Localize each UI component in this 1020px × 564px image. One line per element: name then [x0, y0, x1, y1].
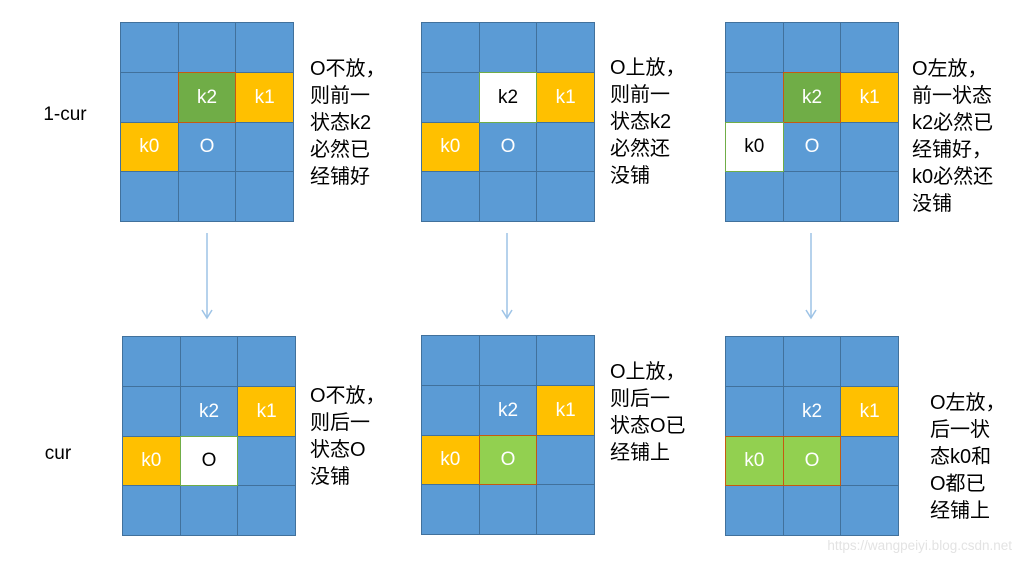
cell-empty: [178, 172, 236, 221]
cell-empty: [726, 386, 783, 436]
cell-empty: [841, 436, 898, 486]
cell-empty: [841, 337, 898, 386]
cell-empty: [783, 172, 841, 221]
down-arrow-icon: [201, 233, 213, 320]
down-arrow-icon: [501, 233, 513, 320]
cell-k1: k1: [537, 385, 594, 435]
cell-k2: k2: [478, 71, 538, 123]
cell-k2: k2: [180, 386, 238, 436]
cell-k2: k2: [479, 385, 537, 435]
cell-empty: [180, 337, 238, 386]
cell-k2: k2: [783, 386, 841, 436]
cell-empty: [537, 23, 594, 72]
cell-k0: k0: [725, 121, 784, 173]
cell-empty: [841, 23, 898, 72]
cell-empty: [123, 386, 180, 436]
cell-empty: [422, 23, 479, 72]
cell-empty: [726, 23, 783, 72]
cell-empty: [123, 337, 180, 386]
cell-empty: [123, 486, 180, 535]
cell-O: O: [179, 435, 239, 487]
cell-empty: [479, 485, 537, 534]
annotation-prev-o-left: O左放， 前一状态 k2必然已 经铺好， k0必然还 没铺: [912, 58, 994, 215]
cell-empty: [238, 337, 295, 386]
cell-empty: [726, 172, 783, 221]
cell-k1: k1: [238, 386, 295, 436]
cell-empty: [180, 486, 238, 535]
cell-empty: [783, 486, 841, 535]
cell-empty: [422, 336, 479, 385]
cell-empty: [236, 122, 293, 172]
cell-empty: [783, 337, 841, 386]
cell-empty: [537, 172, 594, 221]
cell-k1: k1: [236, 72, 293, 122]
annotation-cur-o-not-placed: O不放， 则后一 状态O 没铺: [310, 385, 386, 488]
cell-k0: k0: [725, 435, 784, 487]
cell-k1: k1: [841, 386, 898, 436]
cell-empty: [236, 172, 293, 221]
cell-empty: [422, 172, 479, 221]
annotation-cur-o-up: O上放， 则后一 状态O已 经铺上: [610, 361, 686, 464]
cell-empty: [726, 486, 783, 535]
cell-empty: [783, 23, 841, 72]
cell-O: O: [782, 435, 842, 487]
cell-empty: [178, 23, 236, 72]
cell-empty: [422, 385, 479, 435]
cell-k1: k1: [537, 72, 594, 122]
cell-empty: [537, 336, 594, 385]
cell-empty: [841, 486, 898, 535]
annotation-prev-o-not-placed: O不放， 则前一 状态k2 必然已 经铺好: [310, 58, 386, 188]
cell-O: O: [478, 434, 538, 486]
down-arrow-icon: [805, 233, 817, 320]
cell-k0: k0: [123, 436, 180, 486]
cell-empty: [841, 122, 898, 172]
row-label-prev-state: 1-cur: [43, 104, 87, 125]
cell-empty: [121, 172, 178, 221]
cell-O: O: [783, 122, 841, 172]
annotation-prev-o-up: O上放， 则前一 状态k2 必然还 没铺: [610, 57, 686, 187]
cell-empty: [726, 337, 783, 386]
cell-O: O: [178, 122, 236, 172]
cell-k0: k0: [121, 122, 178, 172]
cell-empty: [422, 72, 479, 122]
cell-k1: k1: [841, 72, 898, 122]
cell-empty: [479, 336, 537, 385]
cell-empty: [537, 122, 594, 172]
cell-empty: [537, 435, 594, 485]
watermark: https://wangpeiyi.blog.csdn.net: [827, 538, 1012, 553]
cell-empty: [121, 23, 178, 72]
cell-empty: [726, 72, 783, 122]
cell-empty: [238, 436, 295, 486]
cell-empty: [236, 23, 293, 72]
cell-k2: k2: [782, 71, 842, 123]
row-label-cur-state: cur: [44, 443, 72, 464]
cell-O: O: [479, 122, 537, 172]
cell-empty: [841, 172, 898, 221]
annotation-cur-o-left: O左放， 后一状 态k0和 O都已 经铺上: [930, 392, 1006, 522]
cell-empty: [422, 485, 479, 534]
cell-k0: k0: [422, 122, 479, 172]
cell-k0: k0: [422, 435, 479, 485]
cell-k2: k2: [177, 71, 237, 123]
cell-empty: [479, 23, 537, 72]
cell-empty: [238, 486, 295, 535]
cell-empty: [537, 485, 594, 534]
cell-empty: [479, 172, 537, 221]
cell-empty: [121, 72, 178, 122]
